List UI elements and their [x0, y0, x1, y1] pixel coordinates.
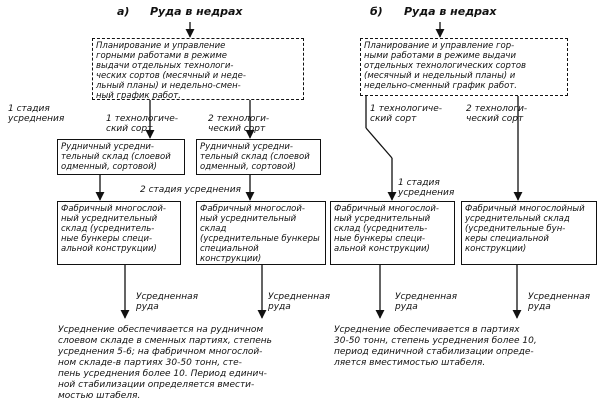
- panel-a-sort1-label: 1 технологиче- ский сорт: [106, 114, 179, 134]
- panel-a-title: Руда в недрах: [150, 5, 243, 18]
- panel-a-stage2-label: 2 стадия усреднения: [140, 185, 241, 195]
- panel-b-sort2-label: 2 технологи- ческий сорт: [466, 104, 528, 124]
- panel-a-factory-store-2: Фабричный многослой- ный усреднительный …: [196, 201, 326, 265]
- panel-a-connectors: [95, 22, 267, 319]
- panel-b-planning-box: Планирование и управление гор- ными рабо…: [360, 38, 568, 96]
- panel-a-sort2-label: 2 технологи- ческий сорт: [208, 114, 270, 134]
- panel-b-stage1-label: 1 стадия усреднения: [398, 178, 455, 198]
- panel-a-mine-store-2: Рудничный усредни- тельный склад (слоево…: [196, 139, 321, 175]
- panel-b-label: б): [370, 5, 383, 18]
- panel-b-note: Усреднение обеспечивается в партиях 30-5…: [334, 325, 537, 368]
- panel-b-title: Руда в недрах: [404, 5, 497, 18]
- panel-a-stage1-label: 1 стадия усреднения: [8, 104, 65, 124]
- panel-a-note: Усреднение обеспечивается на рудничном с…: [58, 325, 272, 401]
- panel-b-output-1: Усредненная руда: [395, 292, 458, 312]
- panel-b-output-2: Усредненная руда: [528, 292, 591, 312]
- panel-b-sort1-label: 1 технологиче- ский сорт: [370, 104, 443, 124]
- panel-a-planning-box: Планирование и управление горными работа…: [92, 38, 304, 100]
- panel-a-mine-store-1: Рудничный усредни- тельный склад (слоево…: [57, 139, 185, 175]
- panel-a-output-2: Усредненная руда: [268, 292, 331, 312]
- panel-a-output-1: Усредненная руда: [136, 292, 199, 312]
- panel-a-factory-store-1: Фабричный многослой- ный усреднительный …: [57, 201, 181, 265]
- panel-a-label: а): [117, 5, 130, 18]
- panel-b-connectors: [365, 22, 523, 319]
- b-left-diag: [365, 127, 393, 159]
- panel-b-factory-store-2: Фабричный многослойный усреднительный ск…: [461, 201, 597, 265]
- panel-b-factory-store-1: Фабричный многослой- ный усреднительный …: [330, 201, 455, 265]
